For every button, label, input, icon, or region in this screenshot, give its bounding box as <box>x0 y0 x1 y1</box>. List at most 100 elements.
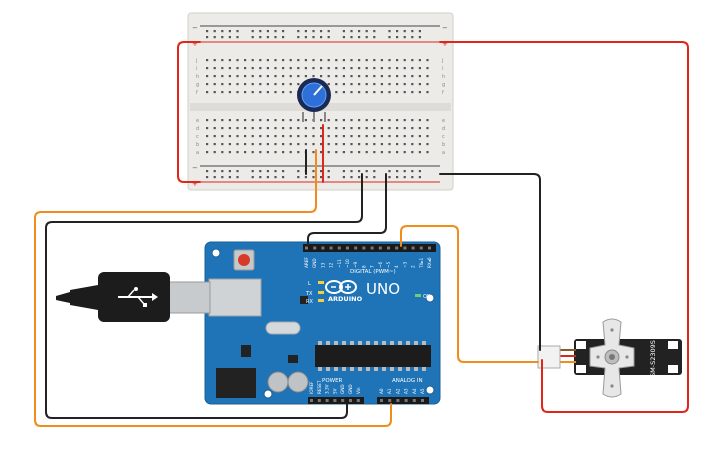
terminal-hole[interactable] <box>373 143 376 146</box>
terminal-hole[interactable] <box>251 83 254 86</box>
rail-hole[interactable] <box>236 36 239 39</box>
rail-hole[interactable] <box>312 36 315 39</box>
terminal-hole[interactable] <box>350 143 353 146</box>
terminal-hole[interactable] <box>403 151 406 154</box>
header-pin[interactable] <box>403 246 407 250</box>
header-pin[interactable] <box>395 246 399 250</box>
header-pin[interactable] <box>313 246 317 250</box>
terminal-hole[interactable] <box>358 151 361 154</box>
rail-hole[interactable] <box>350 30 353 33</box>
terminal-hole[interactable] <box>282 67 285 70</box>
terminal-hole[interactable] <box>350 135 353 138</box>
terminal-hole[interactable] <box>259 91 262 94</box>
header-pin[interactable] <box>305 246 308 250</box>
terminal-hole[interactable] <box>236 143 239 146</box>
header-pin[interactable] <box>380 399 383 402</box>
rail-hole[interactable] <box>365 30 368 33</box>
terminal-hole[interactable] <box>259 119 262 122</box>
rail-hole[interactable] <box>236 170 239 173</box>
terminal-hole[interactable] <box>411 127 414 130</box>
terminal-hole[interactable] <box>244 119 247 122</box>
terminal-hole[interactable] <box>289 59 292 62</box>
terminal-hole[interactable] <box>342 67 345 70</box>
rail-hole[interactable] <box>221 36 224 39</box>
terminal-hole[interactable] <box>365 83 368 86</box>
terminal-hole[interactable] <box>426 143 429 146</box>
header-pin[interactable] <box>321 246 325 250</box>
terminal-hole[interactable] <box>388 75 391 78</box>
terminal-hole[interactable] <box>289 119 292 122</box>
rail-hole[interactable] <box>373 30 376 33</box>
terminal-hole[interactable] <box>426 127 429 130</box>
wire-black-servo-gnd[interactable] <box>439 173 541 351</box>
terminal-hole[interactable] <box>342 75 345 78</box>
terminal-hole[interactable] <box>228 135 231 138</box>
rail-hole[interactable] <box>274 170 277 173</box>
rail-hole[interactable] <box>206 176 209 179</box>
terminal-hole[interactable] <box>320 59 323 62</box>
terminal-hole[interactable] <box>373 135 376 138</box>
terminal-hole[interactable] <box>335 91 338 94</box>
potentiometer[interactable] <box>297 78 331 122</box>
rail-hole[interactable] <box>304 176 307 179</box>
terminal-hole[interactable] <box>266 83 269 86</box>
terminal-hole[interactable] <box>418 135 421 138</box>
rail-hole[interactable] <box>358 170 361 173</box>
rail-hole[interactable] <box>327 36 330 39</box>
terminal-hole[interactable] <box>418 67 421 70</box>
terminal-hole[interactable] <box>358 143 361 146</box>
header-pin[interactable] <box>396 399 400 402</box>
rail-hole[interactable] <box>373 170 376 173</box>
terminal-hole[interactable] <box>274 91 277 94</box>
rail-hole[interactable] <box>251 170 254 173</box>
terminal-hole[interactable] <box>320 119 323 122</box>
rail-hole[interactable] <box>259 36 262 39</box>
terminal-hole[interactable] <box>244 151 247 154</box>
terminal-hole[interactable] <box>411 151 414 154</box>
terminal-hole[interactable] <box>259 127 262 130</box>
rail-hole[interactable] <box>411 30 414 33</box>
terminal-hole[interactable] <box>213 91 216 94</box>
terminal-hole[interactable] <box>365 75 368 78</box>
header-pin[interactable] <box>362 246 366 250</box>
terminal-hole[interactable] <box>274 151 277 154</box>
terminal-hole[interactable] <box>403 127 406 130</box>
terminal-hole[interactable] <box>403 119 406 122</box>
terminal-hole[interactable] <box>358 83 361 86</box>
terminal-hole[interactable] <box>396 119 399 122</box>
reset-button[interactable] <box>233 249 255 271</box>
terminal-hole[interactable] <box>335 75 338 78</box>
terminal-hole[interactable] <box>411 75 414 78</box>
terminal-hole[interactable] <box>373 75 376 78</box>
terminal-hole[interactable] <box>403 91 406 94</box>
rail-hole[interactable] <box>365 170 368 173</box>
terminal-hole[interactable] <box>266 151 269 154</box>
terminal-hole[interactable] <box>411 119 414 122</box>
rail-hole[interactable] <box>236 30 239 33</box>
terminal-hole[interactable] <box>282 91 285 94</box>
header-pin[interactable] <box>325 399 329 402</box>
header-pin[interactable] <box>370 246 374 250</box>
terminal-hole[interactable] <box>297 83 300 86</box>
terminal-hole[interactable] <box>335 127 338 130</box>
terminal-hole[interactable] <box>358 135 361 138</box>
terminal-hole[interactable] <box>327 127 330 130</box>
terminal-hole[interactable] <box>411 143 414 146</box>
header-pin[interactable] <box>388 399 392 402</box>
rail-hole[interactable] <box>259 176 262 179</box>
terminal-hole[interactable] <box>259 75 262 78</box>
terminal-hole[interactable] <box>312 59 315 62</box>
rail-hole[interactable] <box>213 176 216 179</box>
terminal-hole[interactable] <box>274 143 277 146</box>
rail-hole[interactable] <box>297 36 300 39</box>
rail-hole[interactable] <box>350 176 353 179</box>
terminal-hole[interactable] <box>335 143 338 146</box>
terminal-hole[interactable] <box>312 75 315 78</box>
terminal-hole[interactable] <box>312 143 315 146</box>
terminal-hole[interactable] <box>320 135 323 138</box>
terminal-hole[interactable] <box>373 151 376 154</box>
terminal-hole[interactable] <box>388 91 391 94</box>
terminal-hole[interactable] <box>251 67 254 70</box>
terminal-hole[interactable] <box>228 143 231 146</box>
terminal-hole[interactable] <box>304 143 307 146</box>
